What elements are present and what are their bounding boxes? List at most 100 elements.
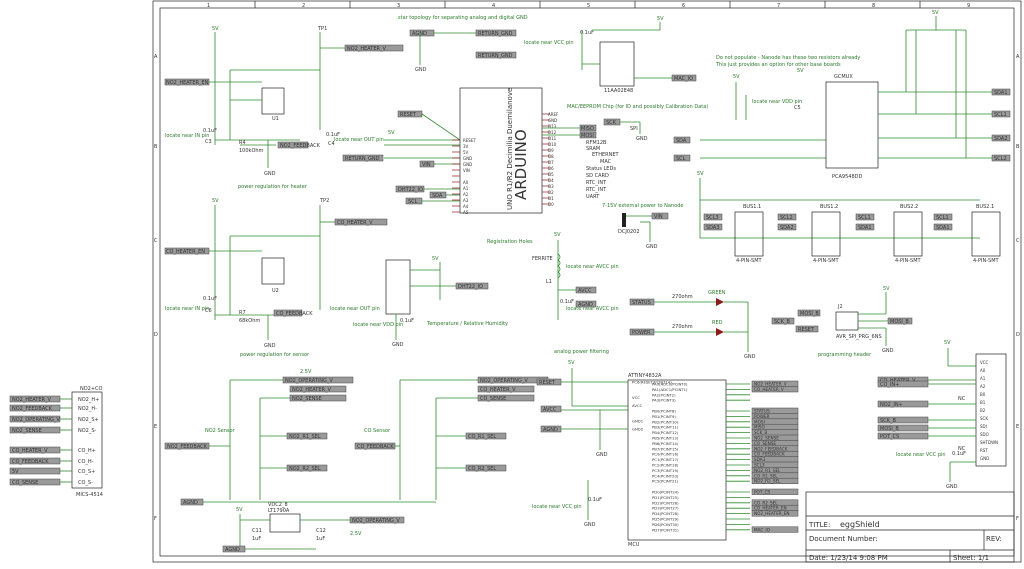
dc-jack-part: DCJ0202 [618,229,640,235]
arduino-pin-left: VIN [463,168,470,173]
external-power-block: 7-15V external power to Nanode DCJ0202 V… [602,203,683,250]
row-e: E [154,424,157,430]
pot-chip [975,353,1007,467]
row-b-right: B [1016,144,1020,150]
arduino-pin-left: A2 [463,192,469,197]
row-c-right: C [1016,238,1020,244]
r7-value: 68kOhm [239,318,260,324]
temp-humidity-block: 5V DHT22_IO Temperature / Relative Humid… [353,256,508,348]
mcu-net-text: SCL3 [754,463,765,468]
arduino-pin-right: D13 [548,124,557,129]
arduino-title: ARDUINO [512,129,530,200]
connector-part: MICS-4514 [76,492,103,498]
bus3-scl: SCL1 [858,215,871,221]
bus4-sda: SDA1 [936,225,950,231]
mcu-right-pins: PA0(ADC0/PCINT0)PA1(ADC1/PCINT1)PA2(PCIN… [652,380,799,533]
no2-heater-v-text-a: NO2_HEATER_V [347,46,386,52]
eeprom-chip [599,41,635,87]
mcu-pin-right: PD1(PCINT25) [652,495,679,500]
arduino-pin-right: D7 [548,160,554,165]
arduino-pin-right: D10 [548,142,557,147]
note-locate-avcc-a: locate near AVCC pin [566,264,619,270]
mcu-pin-right: PA1(ADC1/PCINT1) [652,387,688,392]
note-no2-sensor: NO2 Sensor [205,428,236,434]
mcu-avcc-net: AVCC [543,407,557,413]
pot-pin-label: RST [980,448,988,453]
u2-label: U2 [272,288,279,294]
agnd-label-a: AGND [412,31,427,37]
v5-top-right: 5V [932,10,939,16]
mcu-net-text: NO2_R1_SEL [754,468,781,473]
pot-pin-label: SDI [980,424,987,429]
row-f: F [154,516,157,522]
mcu-net-text: SCK_B [754,430,767,435]
digital-pot-block: 5V locate near VCC pin 0.1uF GND [896,340,1007,490]
mcu-block: ATTINY4832A MCU RESET 5V AVCC AGND GND l… [532,360,727,548]
left-conn-pin-label: CO_S- [78,480,93,486]
col-6: 6 [682,3,685,9]
bus1-2-part: 4-PIN-SMT [813,258,840,264]
mux-sda2: SDA2 [994,136,1008,142]
mcu-pin-left: GND2 [632,426,644,431]
pot-pin-label: A1 [980,376,986,381]
row-f-right: F [1016,516,1019,522]
arduino-dht-net: DHT22_IO [398,187,423,193]
c-mcu-value: 0.1uF [588,497,602,503]
note-sd-card: SD CARD [586,173,609,179]
mcu-pin-right: PB5(PCINT13) [652,436,679,441]
mcu-agnd-net: AGND [543,427,558,433]
eeprom-part: 11AA02E48 [604,88,633,94]
mcu-pin-right: PC1(PCINT17) [652,457,679,462]
gnd-mcu: GND [596,452,608,458]
frame-row-labels: A B C D E F A B C D E F [154,54,1020,522]
pot-pin-label: SCK [980,416,988,421]
mcu-label: MCU [628,542,640,548]
r4-value: 100kOhm [239,148,264,154]
mcu-net-text: STATUS [754,409,770,414]
agnd-net-a: AGND [578,302,593,308]
r270-a: 270ohm [672,294,693,300]
note-ethernet: ETHERNET [592,152,620,158]
mcu-net-text: CO_HEATER_V [754,387,784,392]
v5-ferrite: 5V [554,232,561,238]
mcu-pin-left: GND1 [632,419,644,424]
pot-pin-label: B0 [980,392,986,397]
mcu-pin-right: PB2(PCINT10) [652,419,679,424]
mcu-pin-right: PA0(ADC0/PCINT0) [652,382,688,387]
c11-label: C11 [252,528,262,534]
prog-miso: MOSI_B [800,311,819,317]
col-4: 4 [492,3,495,9]
note-temp-humidity: Temperature / Relative Humidity [426,321,508,327]
v5-ref: 5V [236,507,243,513]
pot-nc: NC [958,396,966,402]
left-conn-net-text: NO2_FEEDBACK [12,406,53,412]
prog-mosi: MOSI_B [890,319,909,325]
star-topology-block: star topology for separating analog and … [398,15,528,73]
arduino-sda-net: SDA [432,193,443,199]
mcu-net-text: POT_CS [754,490,770,495]
arduino-pin-left: RESET [463,138,476,143]
co-sense-net-a: CO_SENSE [480,396,506,402]
arduino-pin-left: 3V [463,144,469,149]
arduino-pin-right: D9 [548,148,554,153]
pot-pin-label: A2 [980,384,986,389]
mux-scl2: SCL2 [994,156,1007,162]
note-mac-eeprom: MAC/EEPROM Chip (for ID and possibly Cal… [567,104,708,110]
mcu-net-text: POWER [754,414,770,419]
note-rtc-int-2: RTC_INT [586,187,607,193]
pot-pin-label: A0 [980,368,986,373]
col-7: 7 [777,3,780,9]
note-spi: SPI [630,126,638,132]
note-uart: UART [586,194,600,200]
arduino-pin-right: D5 [548,172,554,177]
arduino-pin-left: A0 [463,180,469,185]
note-rfm: RFM12B [586,140,607,146]
mux-scl-in: SCL [676,156,686,162]
bus2-sda: SDA2 [780,225,794,231]
note-locate-vdd-a: locate near VDD pin [752,99,802,105]
bus2-2-part: 4-PIN-SMT [895,258,922,264]
co-r2-sel-net: CO_R2_SEL [468,466,496,472]
gnd-ext: GND [646,244,658,250]
note-heater-power: power regulation for heater [238,184,308,190]
